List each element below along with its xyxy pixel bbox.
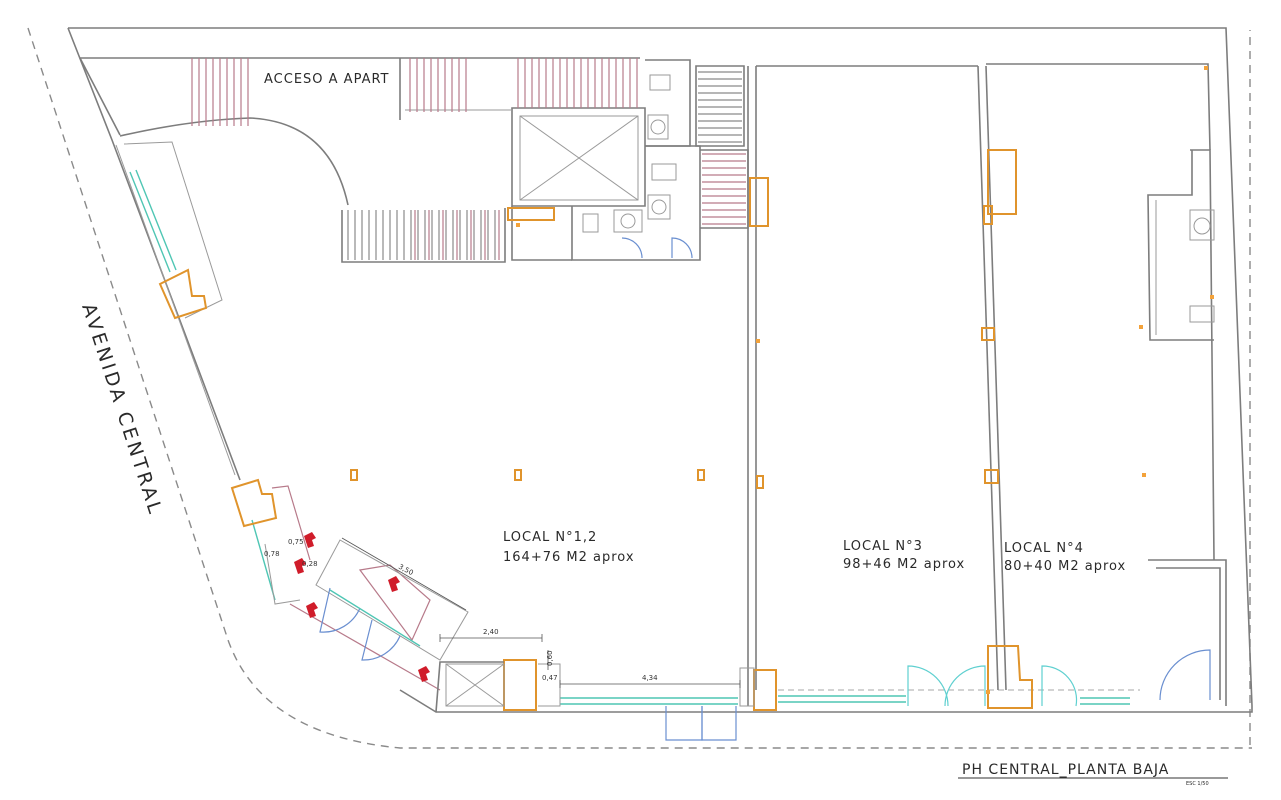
local-area: 164+76 M2 aprox [503,550,635,565]
local-name: LOCAL N°3 [843,539,923,554]
dimension-label: 0,75 [288,538,304,546]
local-4-label: LOCAL N°4 80+40 M2 aprox [1004,541,1126,574]
red-markers [294,532,430,682]
stair-treads [191,58,746,260]
partitions [747,63,1227,706]
local-1-2-label: LOCAL N°1,2 164+76 M2 aprox [503,530,635,565]
columns [158,66,1214,711]
access-label: ACCESO A APART [264,72,390,87]
dimension-label: 0,60 [546,650,554,666]
access-hall [119,58,646,263]
facade-glass-left [129,169,276,601]
title-block: PH CENTRAL_PLANTA BAJA ESC 1/50 [958,762,1228,787]
local-3-label: LOCAL N°3 98+46 M2 aprox [843,539,965,572]
plan-title: PH CENTRAL_PLANTA BAJA [962,762,1169,778]
doors-bottom [665,665,1078,741]
dimension-label: 4,34 [642,674,658,682]
dimension-label: 0,78 [264,550,280,558]
street-label: AVENIDA CENTRAL [77,301,167,519]
dimension-lines [341,537,741,688]
dimension-label: 0,28 [302,560,318,568]
building-outline [67,27,1253,713]
dimension-label: 2,40 [483,628,499,636]
local-name: LOCAL N°4 [1004,541,1084,556]
street-boundary [27,27,1252,749]
local-area: 80+40 M2 aprox [1004,559,1126,574]
dimension-label: 0,47 [542,674,558,682]
local-area: 98+46 M2 aprox [843,557,965,572]
stairs-right [695,65,749,229]
local-name: LOCAL N°1,2 [503,530,597,545]
plan-scale: ESC 1/50 [1186,781,1209,787]
bathrooms-center [571,59,701,261]
entrance [264,485,755,713]
facade-glass-bottom [560,689,1140,705]
